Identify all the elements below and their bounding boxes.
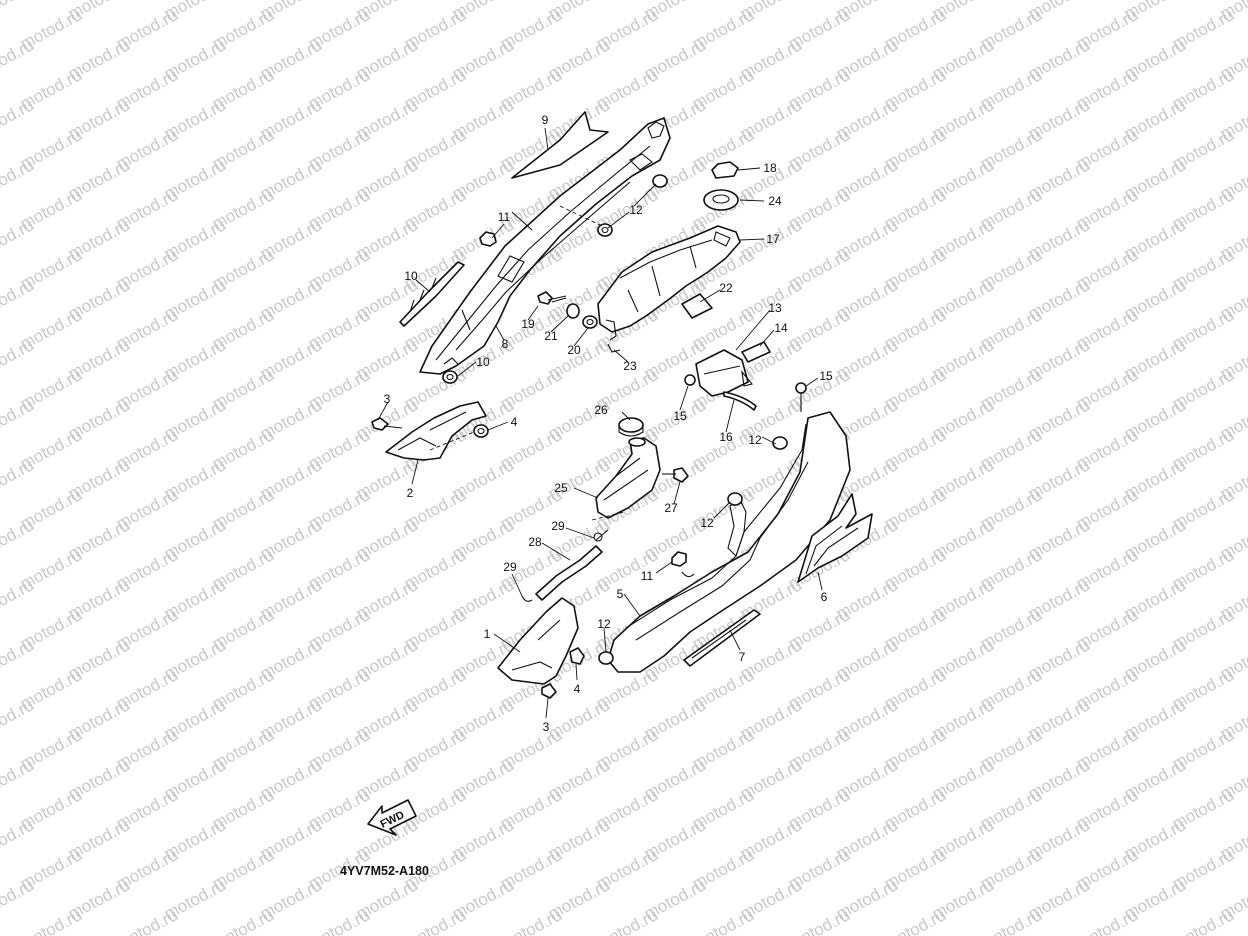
- hardware-screw-15: [684, 374, 807, 412]
- part-number-label: 20: [567, 343, 581, 357]
- part-22-label: [681, 293, 713, 319]
- hardware-nut-4-upper: [473, 424, 489, 438]
- part-number-label: 5: [617, 587, 624, 601]
- part-26-cap: [618, 417, 644, 437]
- hardware-grommet-10-lower: [442, 370, 458, 384]
- part-number-label: 22: [719, 281, 733, 295]
- part-number-label: 24: [768, 194, 782, 208]
- part-number-label: 8: [502, 337, 509, 351]
- hardware-bolt-3-upper: [371, 417, 403, 431]
- part-6-chevron-decal: [797, 493, 873, 583]
- part-number-label: 27: [664, 501, 678, 515]
- part-number-label: 12: [629, 203, 643, 217]
- part-number-label: 28: [528, 535, 542, 549]
- part-number-label: 4: [574, 682, 581, 696]
- part-number-label: 21: [544, 329, 558, 343]
- hardware-bolt-27: [662, 467, 689, 483]
- part-number-label: 10: [476, 355, 490, 369]
- part-number-label: 6: [821, 590, 828, 604]
- hardware-grommet-12-upper: [597, 174, 668, 237]
- forward-direction-arrow: FWD: [367, 799, 417, 836]
- part-24-grommet: [703, 189, 739, 211]
- part-29-hose-clamp: [521, 532, 603, 602]
- part-number-label: 25: [554, 481, 568, 495]
- part-number-label: 15: [819, 369, 833, 383]
- part-number-label: 12: [597, 617, 611, 631]
- part-number-label: 13: [768, 301, 782, 315]
- part-number-label: 17: [766, 232, 780, 246]
- leader-lines: [377, 127, 823, 719]
- hardware-grommet-20: [582, 315, 598, 329]
- part-number-label: 18: [763, 161, 777, 175]
- part-number-label: 7: [739, 650, 746, 664]
- part-number-label: 29: [551, 519, 565, 533]
- part-number-label: 11: [498, 210, 511, 224]
- part-number-label: 9: [542, 113, 549, 127]
- part-13-tail-bracket: [695, 349, 753, 397]
- part-9-tail-decal: [511, 111, 609, 179]
- part-number-label: 2: [407, 486, 414, 500]
- hardware-collar-21: [566, 303, 580, 319]
- part-18-cap: [711, 161, 739, 179]
- part-7-side-badge: [683, 609, 761, 667]
- part-10-strip-decal: [399, 261, 465, 327]
- part-17-storage-case: [597, 225, 741, 341]
- part-number-label: 15: [673, 409, 687, 423]
- diagram-reference-code: 4YV7M52-A180: [340, 864, 429, 878]
- hardware-nut-4-lower: [569, 647, 585, 665]
- hardware-bolt-19: [537, 291, 567, 305]
- part-number-label: 14: [774, 321, 788, 335]
- part-number-label: 3: [543, 720, 550, 734]
- part-23-clip: [607, 343, 621, 353]
- part-14-label: [741, 341, 771, 363]
- part-number-label: 3: [384, 392, 391, 406]
- part-number-label: 12: [700, 516, 714, 530]
- part-number-label: 19: [521, 317, 535, 331]
- part-16-curved-strip: [723, 391, 757, 411]
- part-5-rear-side-cover: [607, 411, 851, 673]
- part-number-label: 12: [748, 433, 762, 447]
- part-number-label: 1: [484, 627, 491, 641]
- part-number-label: 29: [503, 560, 517, 574]
- part-number-labels: 9 11 12 10 10 8 19 21 20 18 24 17 22 23 …: [384, 113, 833, 734]
- part-8-rear-frame-cover: [419, 117, 671, 375]
- part-number-label: 26: [594, 403, 608, 417]
- hardware-nut-11-cover: [671, 551, 695, 578]
- hardware-nut-11-upper: [479, 231, 497, 247]
- part-number-label: 10: [404, 269, 418, 283]
- part-25-reservoir-tank: [595, 437, 661, 519]
- part-1-side-bracket-lower: [497, 597, 579, 685]
- part-number-label: 4: [511, 415, 518, 429]
- part-number-label: 16: [719, 430, 733, 444]
- assembly-lines: [429, 205, 625, 521]
- part-number-label: 11: [641, 569, 654, 583]
- part-2-side-bracket-upper: [385, 401, 487, 461]
- hardware-bolt-3-lower: [541, 683, 557, 699]
- part-number-label: 23: [623, 359, 637, 373]
